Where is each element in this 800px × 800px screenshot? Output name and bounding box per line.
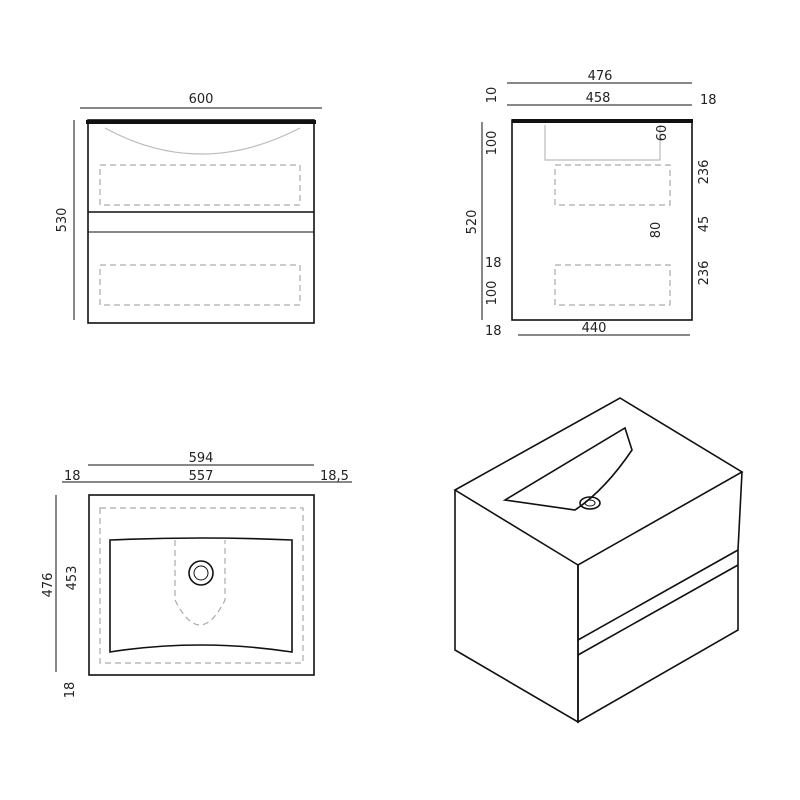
- side-foot-gap: 18: [485, 256, 502, 271]
- front-width-label: 600: [189, 92, 214, 107]
- side-foot-height: 100: [485, 281, 500, 306]
- side-top-thickness: 10: [485, 87, 500, 104]
- side-top-offset: 100: [485, 131, 500, 156]
- side-basin-depth: 60: [655, 125, 670, 142]
- top-depth-total: 476: [41, 573, 56, 598]
- top-view: 594 557 18 18,5 476 453 18: [41, 451, 352, 698]
- top-front-gap: 18: [63, 682, 78, 699]
- side-back-gap: 18: [700, 93, 717, 108]
- top-width-total: 594: [189, 451, 214, 466]
- side-drawer-upper: 236: [697, 160, 712, 185]
- side-depth-inner: 458: [586, 91, 611, 106]
- side-bottom-gap: 18: [485, 324, 502, 339]
- front-height-label: 530: [55, 208, 70, 233]
- side-overall-height: 520: [465, 210, 480, 235]
- side-handle: 80: [649, 222, 664, 239]
- top-left-gap: 18: [64, 469, 81, 484]
- side-depth-bottom: 440: [582, 321, 607, 336]
- top-depth-inner: 453: [65, 566, 80, 591]
- front-view: 600 530: [55, 92, 322, 324]
- side-drawer-lower: 236: [697, 261, 712, 286]
- isometric-view: [453, 397, 744, 724]
- side-view: 476 458 10 18 100 60 236 520 80 45 236 1…: [465, 69, 717, 339]
- top-right-gap: 18,5: [320, 469, 349, 484]
- top-width-inner: 557: [189, 469, 214, 484]
- side-gap: 45: [697, 216, 712, 233]
- side-depth-total: 476: [588, 69, 613, 84]
